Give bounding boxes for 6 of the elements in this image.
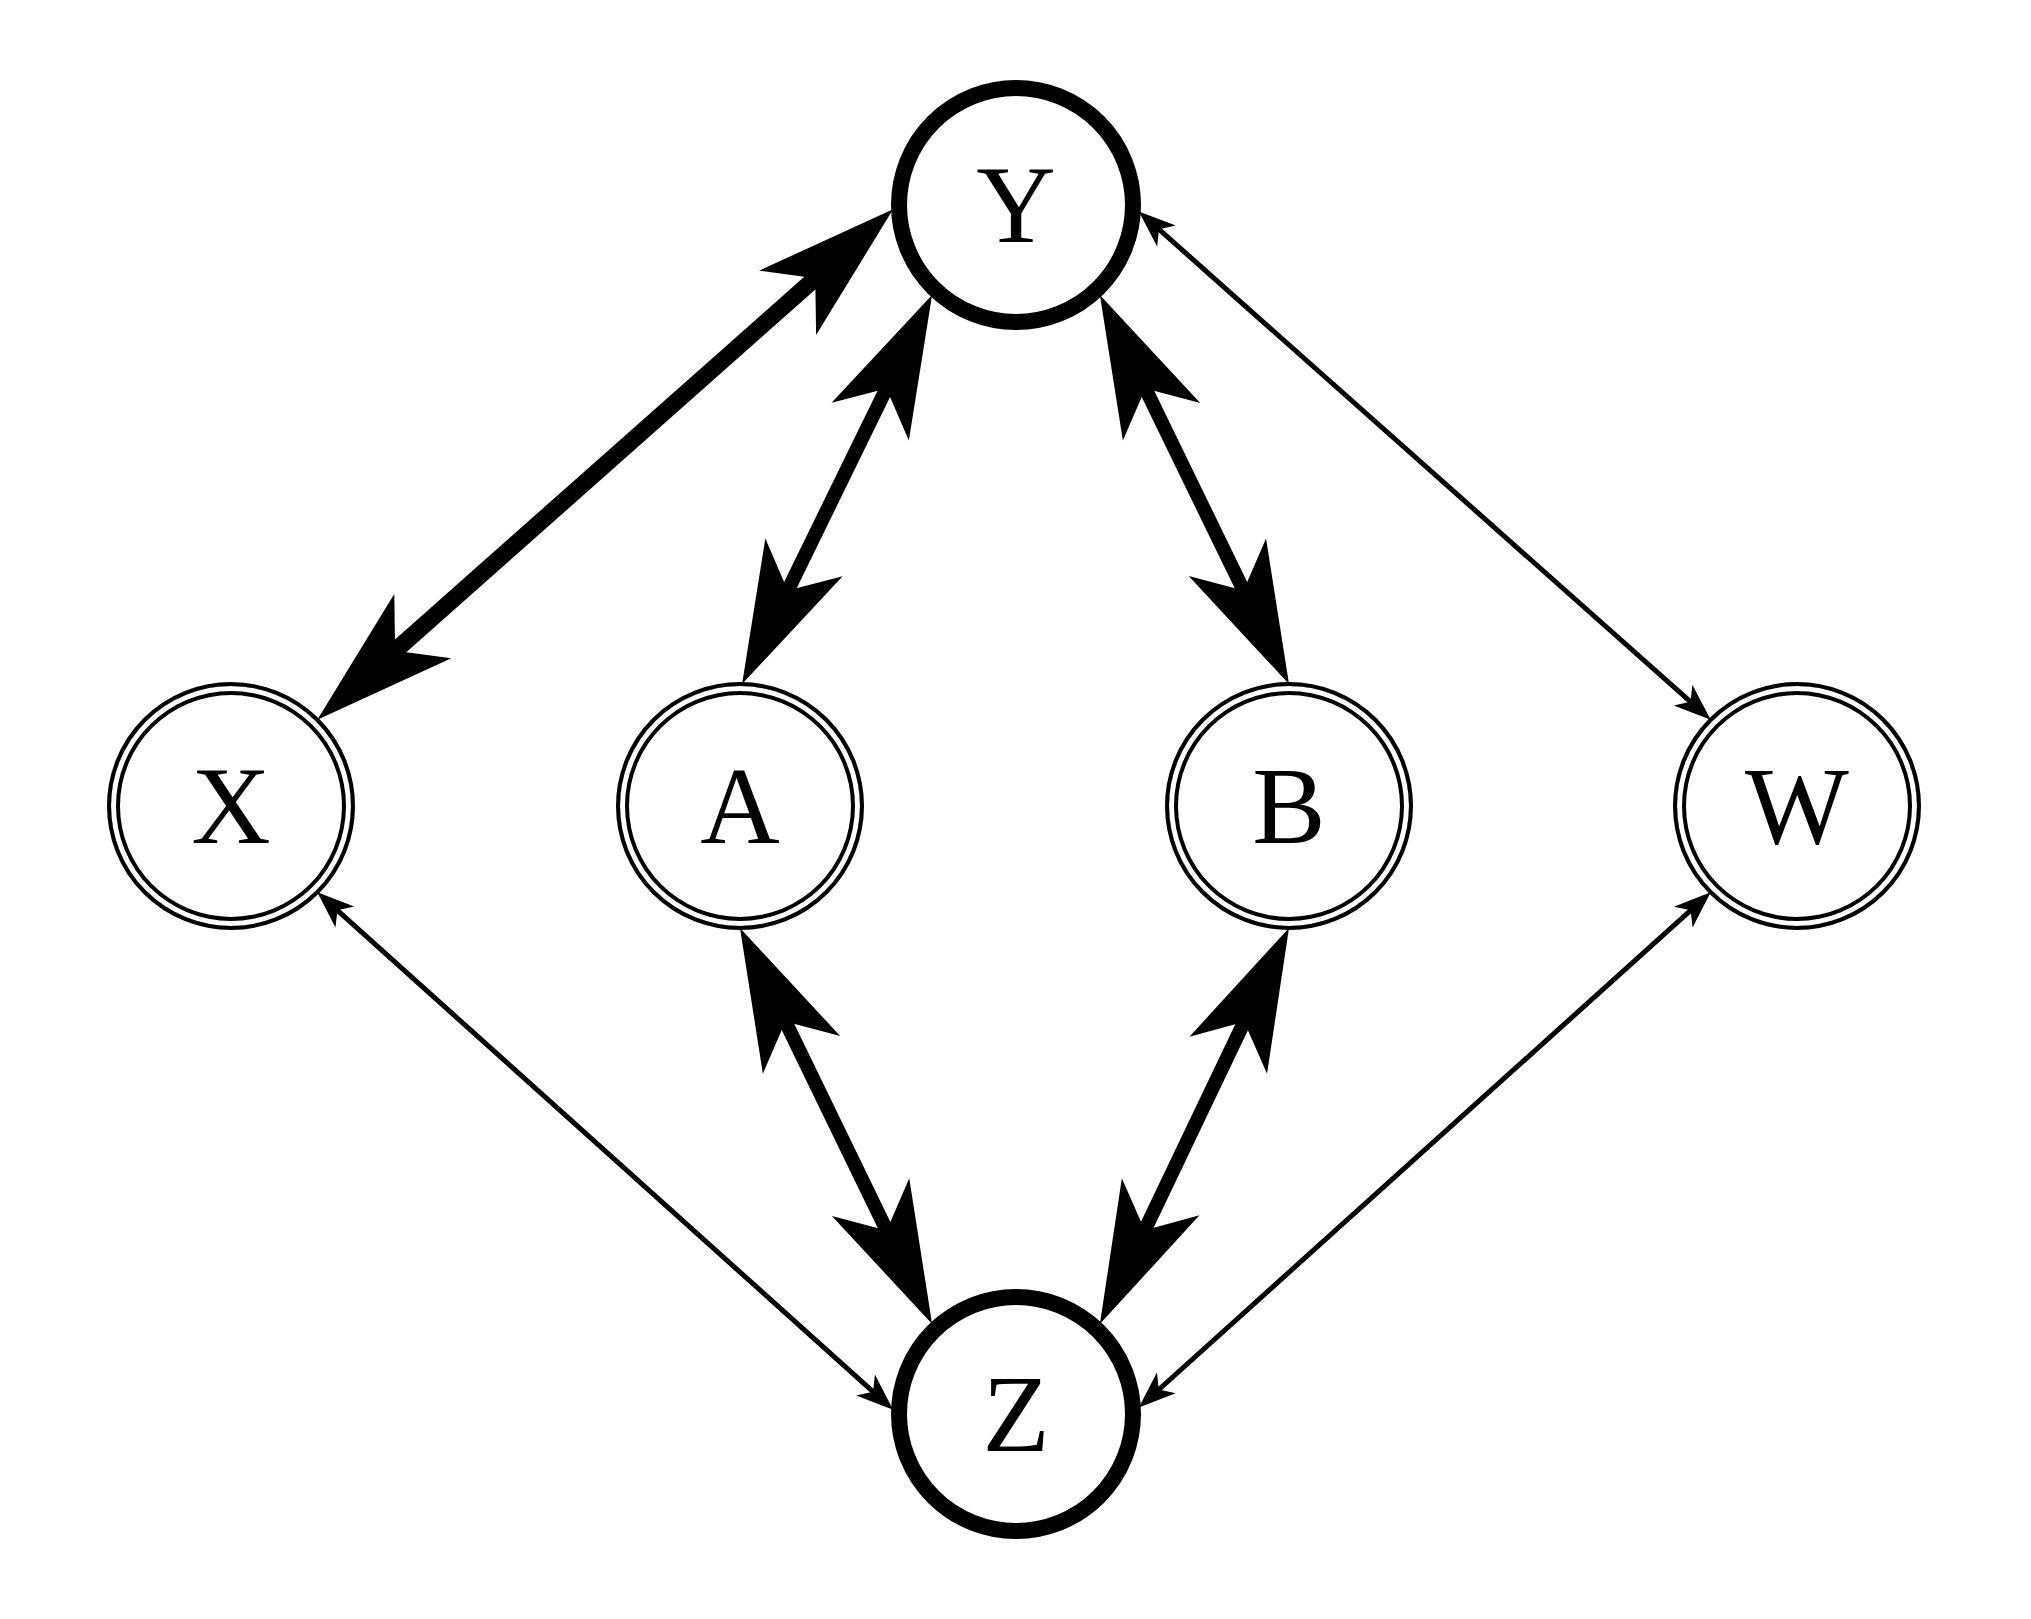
node-label: Y	[976, 150, 1056, 260]
node-label: X	[191, 751, 271, 861]
node-label: Z	[982, 1359, 1050, 1469]
node-label: W	[1745, 751, 1849, 861]
node-label: A	[700, 751, 780, 861]
node-label: B	[1252, 751, 1326, 861]
